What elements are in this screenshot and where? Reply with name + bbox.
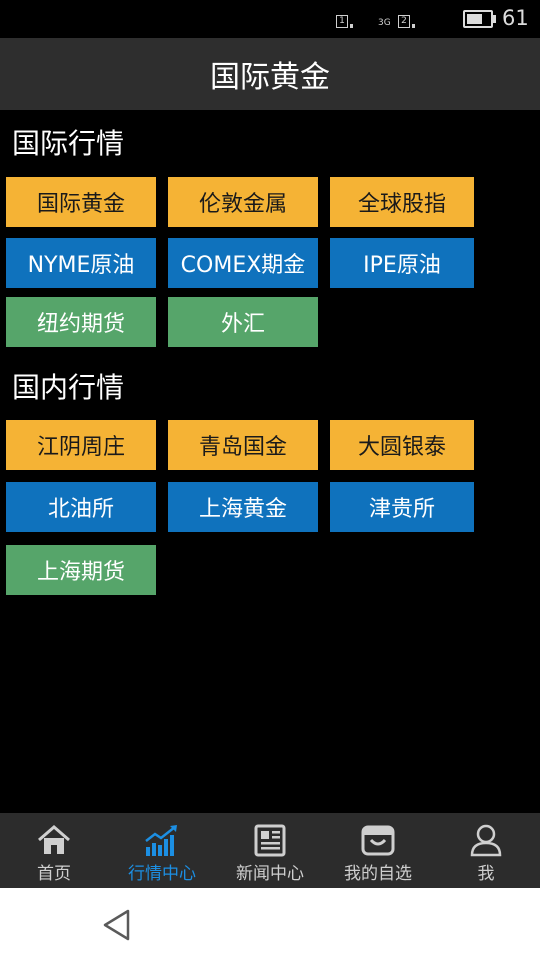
market-button-ny-futures[interactable]: 纽约期货 — [6, 297, 156, 347]
market-button-global-indices[interactable]: 全球股指 — [330, 177, 474, 227]
nav-label-news-center: 新闻中心 — [236, 864, 304, 884]
back-triangle-icon[interactable] — [100, 908, 134, 942]
market-button-comex-gold[interactable]: COMEX期金 — [168, 238, 318, 288]
nav-label-home: 首页 — [37, 864, 71, 884]
system-navigation-bar — [0, 888, 540, 960]
market-button-london-metals[interactable]: 伦敦金属 — [168, 177, 318, 227]
market-button-beiyousuo[interactable]: 北油所 — [6, 482, 156, 532]
market-button-shanghai-gold[interactable]: 上海黄金 — [168, 482, 318, 532]
nav-label-me: 我 — [477, 864, 495, 884]
nav-item-watchlist[interactable]: 我的自选 — [324, 813, 432, 888]
market-button-forex[interactable]: 外汇 — [168, 297, 318, 347]
market-button-dayuan-yintai[interactable]: 大圆银泰 — [330, 420, 474, 470]
nav-item-home[interactable]: 首页 — [0, 813, 108, 888]
section-title-international: 国际行情 — [12, 127, 125, 160]
basket-icon — [361, 825, 395, 856]
nav-item-market-center[interactable]: 行情中心 — [108, 813, 216, 888]
user-icon — [470, 824, 502, 857]
network-type: 3G — [378, 18, 391, 28]
market-button-intl-gold[interactable]: 国际黄金 — [6, 177, 156, 227]
chart-icon — [145, 825, 177, 856]
nav-label-market-center: 行情中心 — [128, 864, 196, 884]
sim2-badge: 2 — [398, 15, 410, 28]
home-icon — [38, 825, 70, 854]
market-button-jinguisuo[interactable]: 津贵所 — [330, 482, 474, 532]
battery-level: 61 — [502, 6, 529, 30]
market-button-jiangyin-zhouzhuang[interactable]: 江阴周庄 — [6, 420, 156, 470]
market-button-ipe-crude[interactable]: IPE原油 — [330, 238, 474, 288]
newspaper-icon — [254, 824, 286, 857]
nav-item-me[interactable]: 我 — [432, 813, 540, 888]
market-button-nyme-crude[interactable]: NYME原油 — [6, 238, 156, 288]
nav-label-watchlist: 我的自选 — [344, 864, 412, 884]
battery-icon — [463, 10, 496, 28]
market-button-shanghai-futures[interactable]: 上海期货 — [6, 545, 156, 595]
market-button-qingdao-guojin[interactable]: 青岛国金 — [168, 420, 318, 470]
app-header: 国际黄金 — [0, 38, 540, 110]
sim1-badge: 1 — [336, 15, 348, 28]
status-bar: 1 3G 2 61 — [0, 0, 540, 104]
section-title-domestic: 国内行情 — [12, 371, 125, 404]
bottom-navigation: 首页 行情中心 新闻中心 — [0, 813, 540, 888]
nav-item-news-center[interactable]: 新闻中心 — [216, 813, 324, 888]
page-title: 国际黄金 — [210, 60, 330, 95]
